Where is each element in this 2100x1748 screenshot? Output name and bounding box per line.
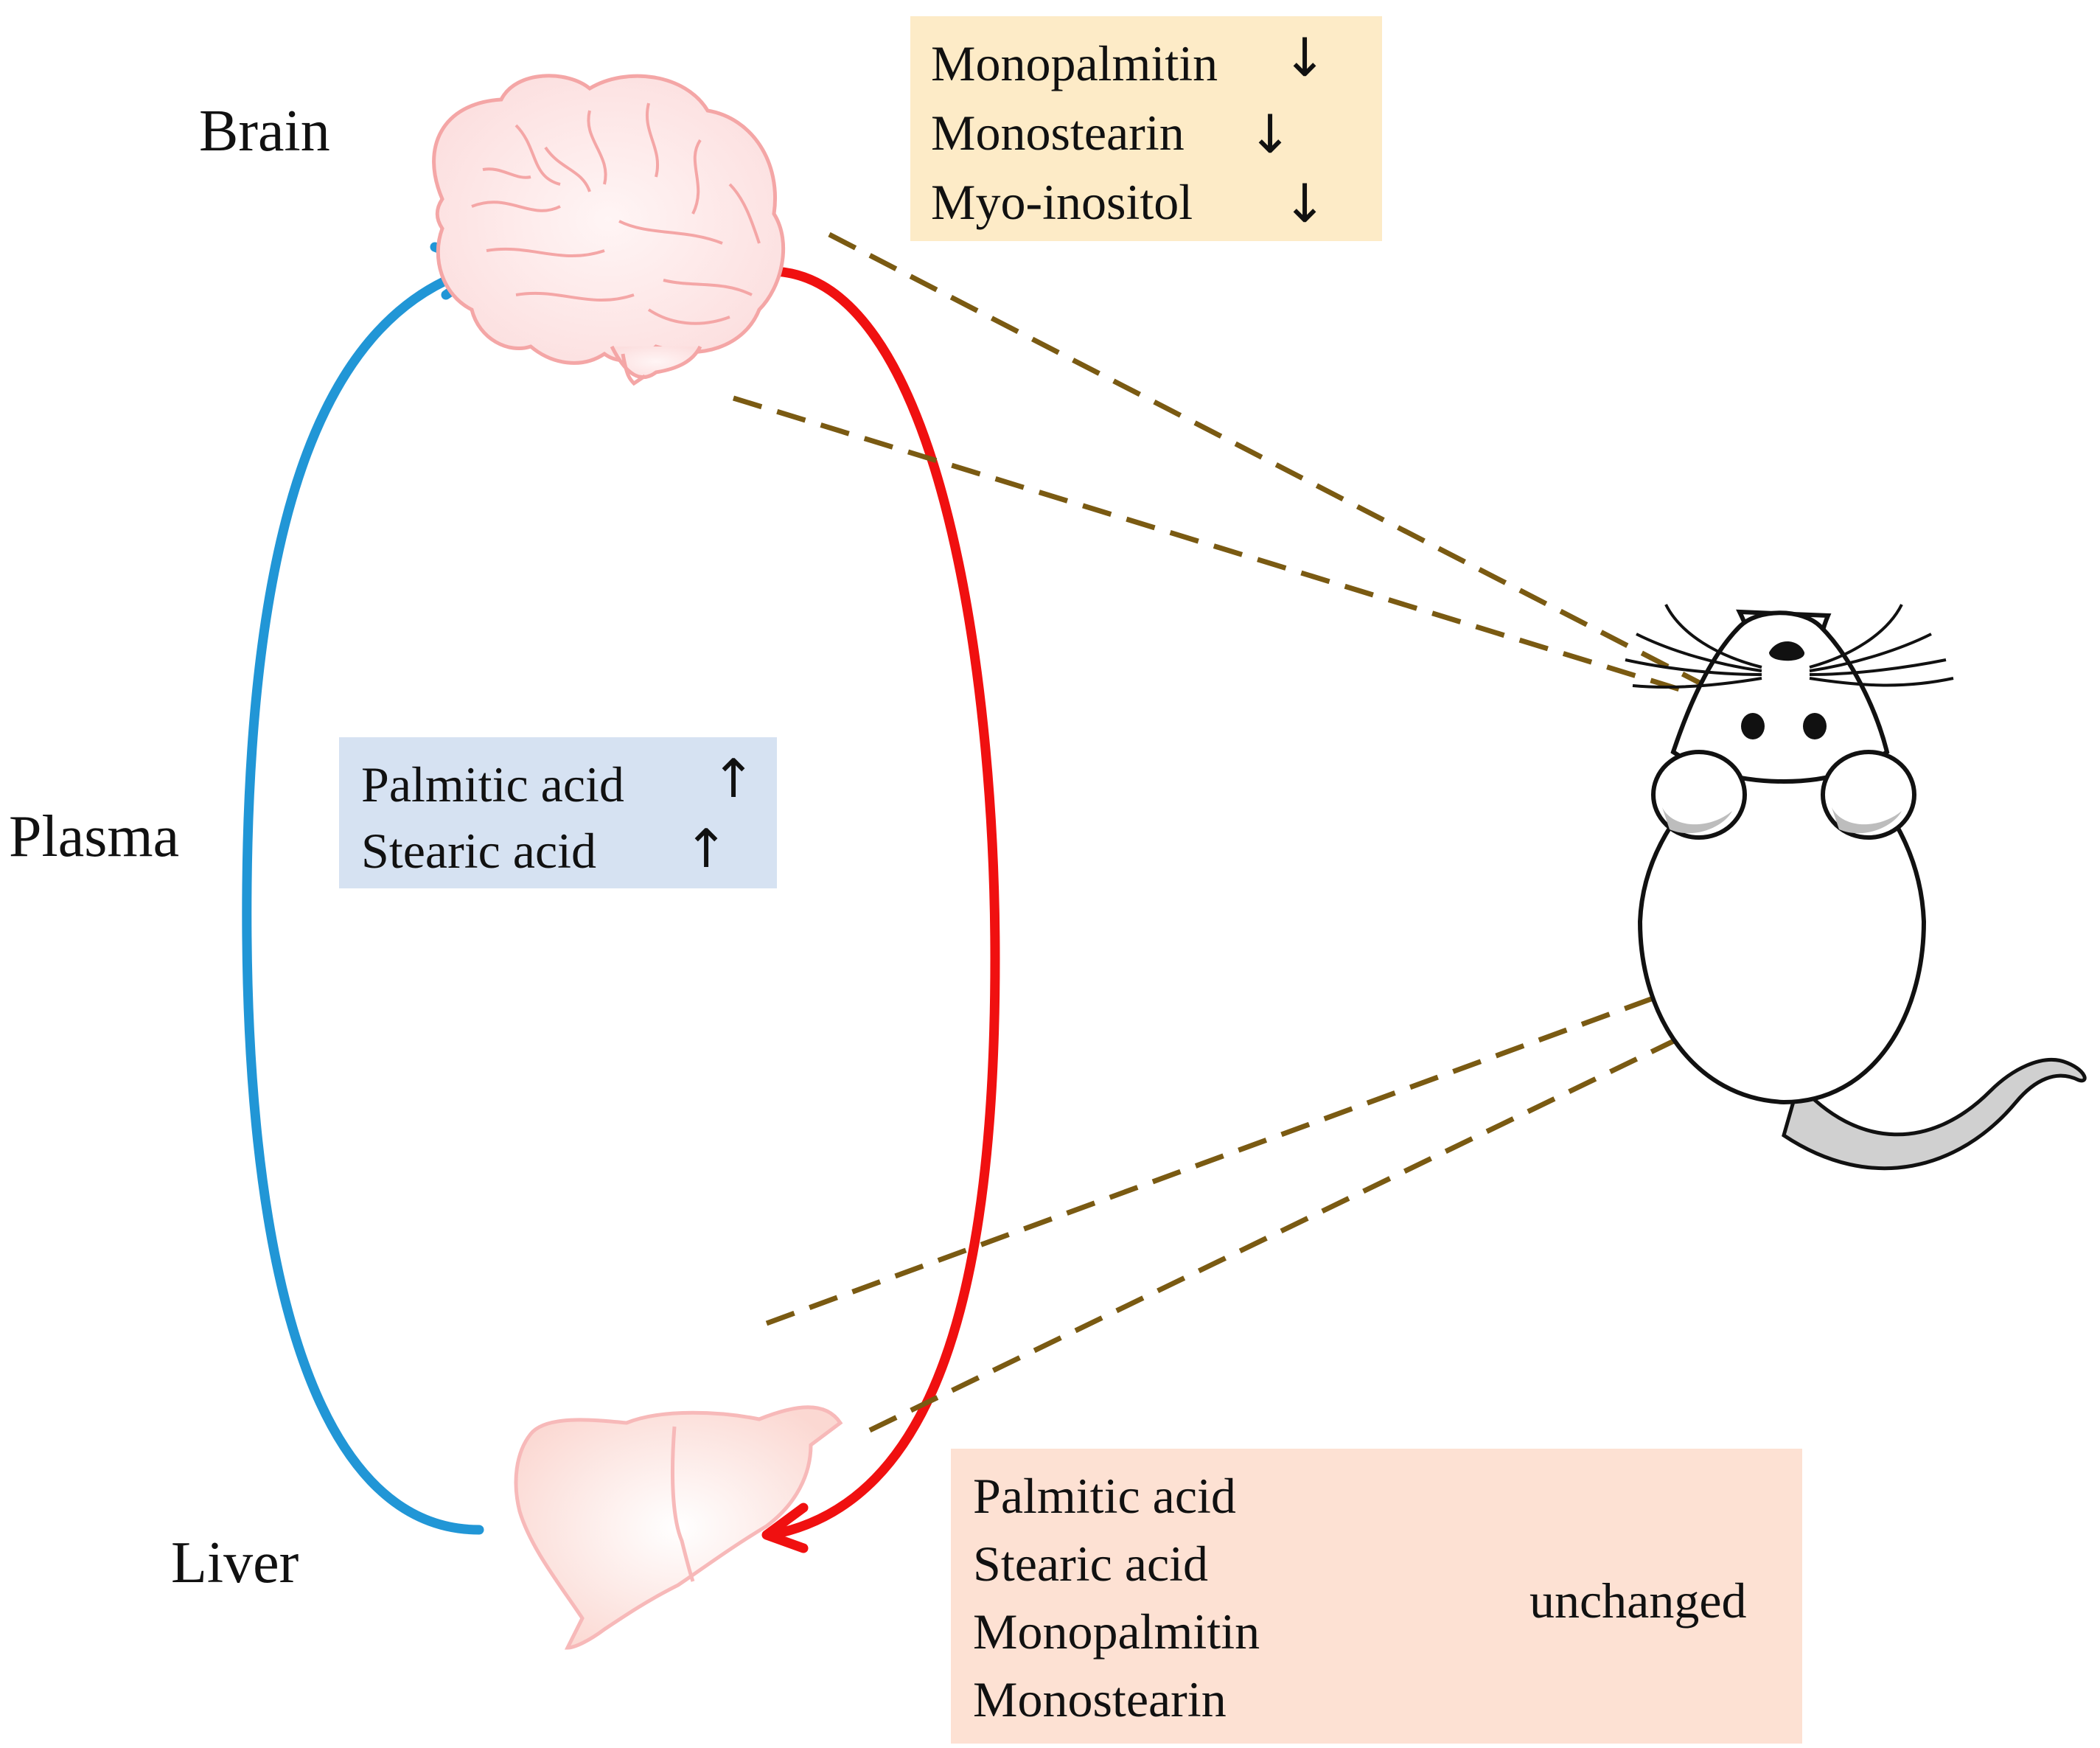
brain-label: Brain <box>199 99 330 164</box>
plasma-metabolite-box: Palmitic acid ↑ Stearic acid ↑ <box>339 737 777 888</box>
blue-cycle-arrow <box>242 242 492 1535</box>
down-arrow-icon: ↓ <box>1283 27 1328 88</box>
brain-item-1: Monopalmitin <box>931 35 1218 91</box>
brain-item-3: Myo-inositol <box>931 174 1193 230</box>
liver-label: Liver <box>171 1531 299 1595</box>
liver-item-2: Stearic acid <box>973 1536 1209 1592</box>
liver-icon <box>514 1405 843 1650</box>
plasma-item-2: Stearic acid <box>361 823 597 879</box>
liver-item-4: Monostearin <box>973 1671 1227 1727</box>
liver-item-3: Monopalmitin <box>973 1604 1260 1660</box>
red-cycle-arrow <box>761 266 1000 1553</box>
brain-metabolite-box: Monopalmitin ↓ Monostearin ↓ Myo-inosito… <box>910 16 1382 241</box>
down-arrow-icon: ↓ <box>1248 103 1293 165</box>
brain-item-2: Monostearin <box>931 105 1185 161</box>
mouse-icon <box>1625 604 2087 1171</box>
up-arrow-icon: ↑ <box>684 818 729 880</box>
liver-metabolite-box: Palmitic acid Stearic acid Monopalmitin … <box>951 1449 1802 1744</box>
down-arrow-icon: ↓ <box>1283 173 1328 234</box>
liver-item-1: Palmitic acid <box>973 1468 1236 1524</box>
plasma-label: Plasma <box>9 804 180 869</box>
dashed-guide-lines <box>732 231 1818 1433</box>
liver-status-label: unchanged <box>1529 1573 1747 1629</box>
up-arrow-icon: ↑ <box>711 748 756 809</box>
brain-icon <box>432 74 786 386</box>
plasma-item-1: Palmitic acid <box>361 756 624 812</box>
